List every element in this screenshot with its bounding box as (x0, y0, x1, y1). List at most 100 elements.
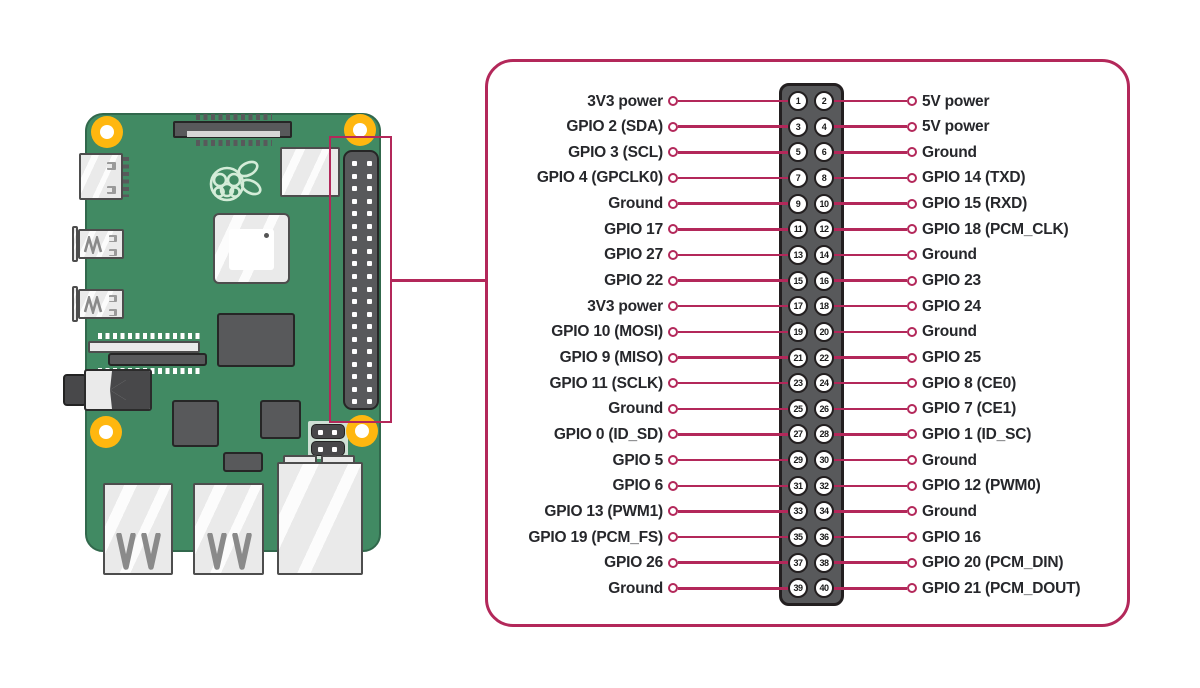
pin-wire-right (823, 484, 907, 487)
pin-wire-left (678, 279, 799, 282)
pin-label-right: GPIO 12 (PWM0) (922, 477, 1041, 495)
pin-wire-left (678, 125, 799, 128)
pin-label-left: GPIO 19 (PCM_FS) (528, 528, 663, 546)
pin-wire-left (678, 99, 799, 103)
pin-number: 38 (814, 552, 834, 573)
pin-number: 5 (788, 142, 808, 163)
pin-label-left: GPIO 9 (MISO) (559, 349, 664, 366)
pin-wire-right (823, 381, 907, 385)
pin-label-right: Ground (922, 451, 977, 469)
pin-wire-left (678, 484, 799, 487)
board-header-pin (351, 374, 357, 380)
pin-ring-right (907, 224, 917, 235)
micro-usb-port-2 (78, 289, 124, 319)
pin-number: 20 (814, 321, 834, 342)
pin-label-right: GPIO 25 (922, 349, 981, 366)
board-header-pin (366, 361, 372, 367)
dsi-teeth-bottom (196, 140, 272, 146)
pin-wire-right (823, 510, 907, 513)
pin-wire-right (823, 561, 907, 564)
pin-wire-left (678, 561, 799, 564)
pin-number: 14 (814, 244, 834, 265)
board-header-pin (366, 286, 372, 292)
pin-wire-right (823, 99, 907, 103)
board-header-pin (366, 186, 372, 192)
dsi-connector (173, 121, 292, 138)
usb-contacts-icon (84, 236, 103, 254)
pin-ring-left (668, 301, 678, 312)
board-header-pin (366, 261, 372, 267)
pin-label-left: GPIO 2 (SDA) (566, 118, 663, 136)
board-header-pin (351, 386, 357, 392)
pin-wire-left (678, 330, 799, 334)
pin-ring-left (668, 352, 678, 363)
pin-wire-right (823, 356, 907, 359)
pin-ring-right (907, 403, 917, 414)
pin-label-left: GPIO 13 (PWM1) (544, 502, 663, 520)
board-header-pin (366, 374, 372, 380)
pin-ring-right (907, 172, 917, 183)
pin-label-right: GPIO 23 (922, 272, 981, 290)
board-header-pin (366, 211, 372, 217)
pin-number: 4 (814, 116, 834, 137)
pin-ring-right (907, 121, 917, 132)
pin-ring-left (668, 378, 678, 389)
raspberry-pi-logo-icon (209, 160, 262, 202)
pin-ring-left (668, 429, 678, 440)
pin-wire-left (678, 228, 799, 231)
pin-ring-right (907, 301, 917, 312)
pin-ring-left (668, 249, 678, 260)
micro-usb-port-cap (72, 286, 78, 322)
pin-number: 6 (814, 142, 834, 163)
pin-ring-right (907, 532, 917, 543)
pin-wire-right (823, 125, 907, 128)
pin-label-right: GPIO 15 (RXD) (922, 195, 1028, 213)
power-port-pins (123, 157, 129, 197)
chip (172, 400, 219, 447)
mounting-hole (90, 416, 122, 448)
pin-ring-left (668, 583, 678, 594)
pin-number: 32 (814, 475, 834, 496)
port-contact (109, 309, 117, 316)
pin-label-right: 5V power (922, 118, 990, 136)
pin-wire-right (823, 433, 907, 436)
mounting-hole (346, 415, 378, 447)
pin-ring-right (907, 249, 917, 260)
pin-number: 36 (814, 527, 834, 548)
pin-wire-left (678, 381, 799, 385)
pin-wire-left (678, 510, 799, 513)
pin-label-right: GPIO 7 (CE1) (922, 400, 1017, 418)
board-header-pin (366, 273, 372, 279)
pin-label-left: GPIO 0 (ID_SD) (553, 425, 663, 443)
usb-prongs-icon (116, 533, 161, 570)
port-contact (109, 235, 117, 242)
soc-chip (213, 213, 290, 284)
pin-ring-left (668, 224, 678, 235)
pin-wire-right (823, 407, 907, 411)
pin-number: 30 (814, 450, 834, 471)
gpio-callout-rect (329, 136, 392, 423)
pin-ring-left (668, 275, 678, 286)
board-header-pin (366, 299, 372, 305)
pin-label-right: Ground (922, 323, 977, 341)
pin-number: 18 (814, 296, 834, 317)
board-header-pin (351, 173, 357, 179)
board-header-pin (351, 349, 357, 355)
board-gpio-header (343, 150, 379, 410)
board-header-pin (351, 248, 357, 254)
pin-ring-right (907, 147, 917, 158)
board-header-pin (351, 399, 357, 405)
pin-label-right: GPIO 21 (PCM_DOUT) (922, 579, 1081, 597)
pin-number: 22 (814, 347, 834, 368)
board-header-pin (351, 361, 357, 367)
poe-header-row (311, 441, 345, 456)
board-header-pin (366, 248, 372, 254)
pin-ring-left (668, 121, 678, 132)
csi-connector (88, 341, 200, 353)
pin-number: 23 (788, 373, 808, 394)
pin-number: 31 (788, 475, 808, 496)
pin-ring-left (668, 96, 678, 106)
pin-label-right: Ground (922, 246, 977, 264)
board-header-pin (366, 324, 372, 330)
board-header-pin (351, 261, 357, 267)
